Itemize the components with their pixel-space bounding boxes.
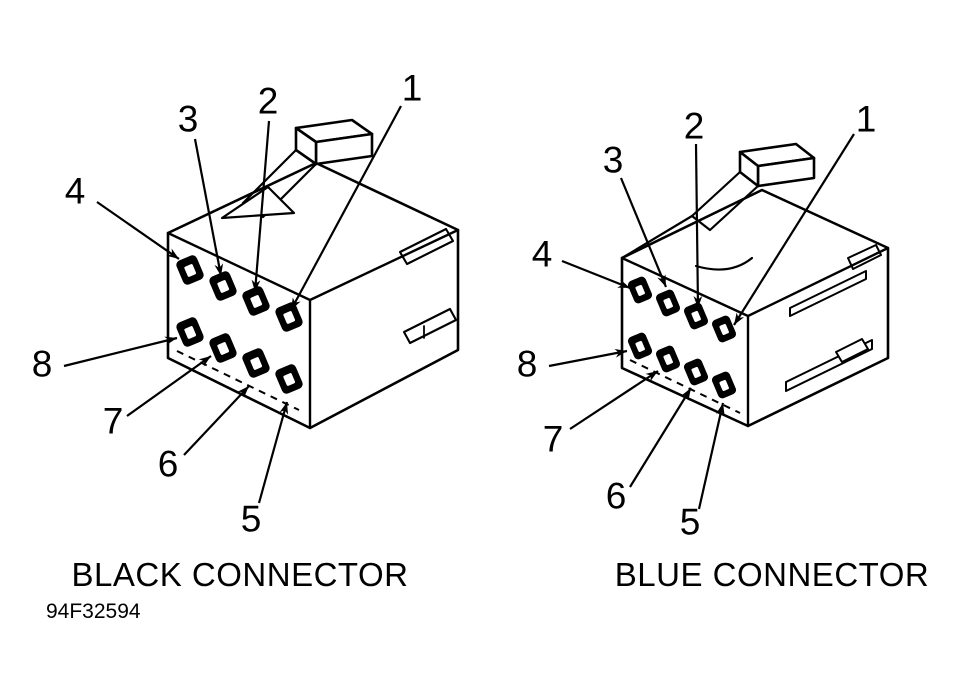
pin-label-black-8: 8 [31, 343, 53, 385]
blue-connector-leader-arrows [548, 133, 855, 510]
pin-label-black-4: 4 [64, 170, 86, 212]
blue-side-arm-block [835, 338, 869, 363]
pin-label-blue-8: 8 [516, 343, 538, 385]
caption-black-connector: BLACK CONNECTOR [71, 556, 409, 593]
blue-side-slot-mid [789, 270, 867, 317]
black-hidden-edge-dashed [176, 350, 300, 411]
leader-arrow-blue-4 [561, 259, 631, 290]
pin-label-blue-2: 2 [683, 105, 705, 147]
pin-label-black-1: 1 [401, 67, 423, 109]
pin-label-blue-6: 6 [605, 475, 627, 517]
leader-arrow-blue-6 [629, 387, 692, 488]
leader-arrow-black-6 [183, 385, 250, 456]
figure-code: 94F32594 [46, 600, 141, 623]
leader-arrow-black-8 [63, 336, 178, 368]
black-latch-tab [294, 118, 374, 166]
black-connector-pins [176, 255, 303, 411]
leader-arrow-blue-3 [619, 177, 668, 288]
black-side-slot-upper [398, 227, 455, 266]
pin-label-black-2: 2 [257, 80, 279, 122]
blue-side-slot-upper [847, 244, 882, 270]
blue-top-curve [694, 256, 754, 271]
blue-connector-drawing [620, 142, 890, 428]
pin-label-blue-3: 3 [602, 139, 624, 181]
pin-label-blue-1: 1 [855, 98, 877, 140]
black-connector-leader-arrows [63, 105, 402, 504]
pin-label-black-7: 7 [102, 400, 124, 442]
pin-label-blue-7: 7 [542, 418, 564, 460]
leader-arrow-black-5 [257, 401, 289, 504]
black-connector-drawing [166, 118, 460, 430]
blue-connector-outline [620, 188, 890, 428]
leader-arrow-black-1 [290, 105, 402, 311]
caption-blue-connector: BLUE CONNECTOR [614, 556, 930, 593]
pin-label-black-5: 5 [240, 498, 262, 540]
blue-connector-pins [627, 276, 741, 414]
leader-arrow-black-7 [126, 355, 212, 417]
leader-arrow-blue-2 [693, 143, 703, 309]
leader-arrow-blue-7 [569, 370, 659, 430]
blue-latch-tab [738, 142, 816, 188]
pin-label-blue-4: 4 [531, 233, 553, 275]
pin-label-black-6: 6 [157, 443, 179, 485]
leader-arrow-black-3 [193, 138, 224, 277]
black-side-slot-lower [402, 307, 458, 345]
leader-arrow-blue-1 [733, 133, 855, 326]
leader-arrow-black-2 [251, 120, 271, 293]
pin-label-blue-5: 5 [679, 501, 701, 543]
black-connector-outline [166, 161, 460, 430]
leader-arrow-blue-5 [697, 402, 725, 510]
pin-label-black-3: 3 [177, 98, 199, 140]
leader-arrow-blue-8 [548, 348, 628, 368]
leader-arrow-black-4 [96, 201, 180, 260]
black-top-flap [220, 185, 296, 220]
